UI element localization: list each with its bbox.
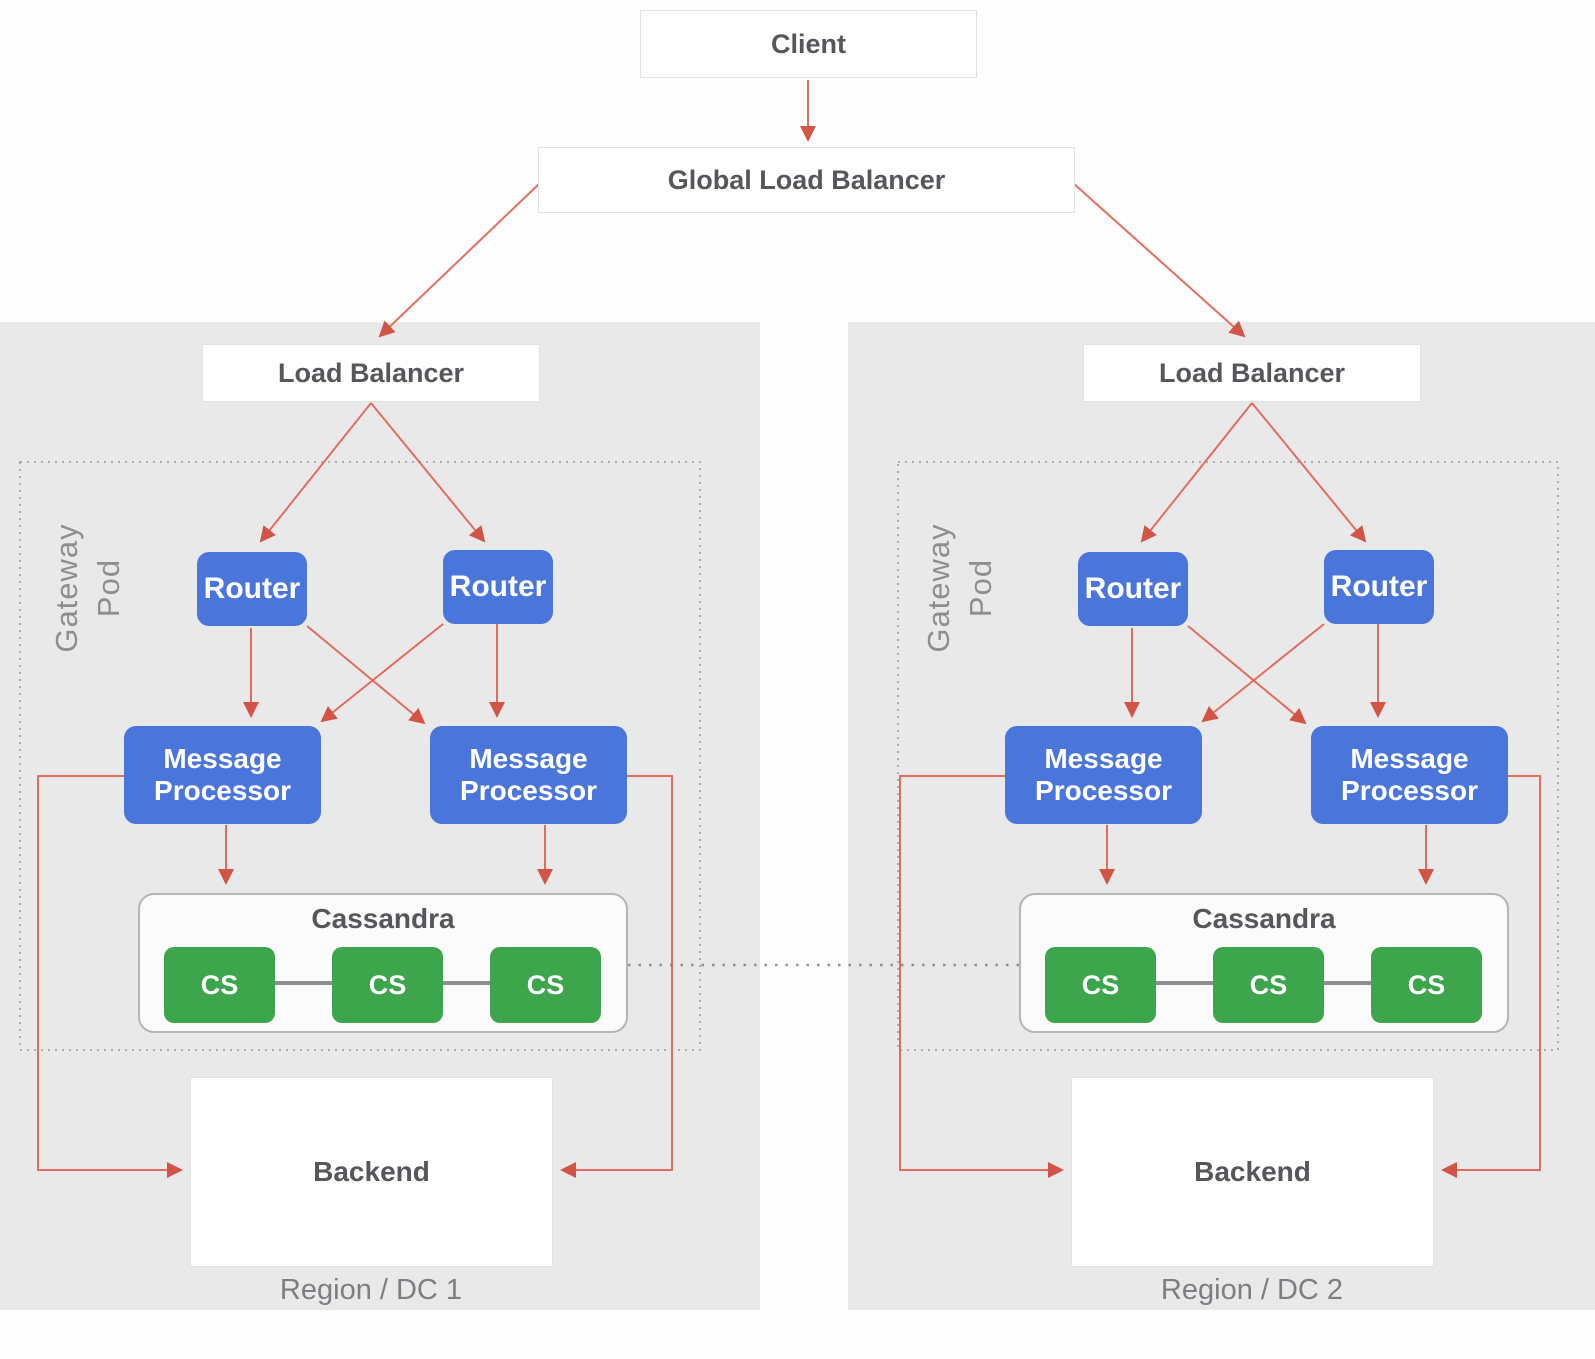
dc2-cassandra-label: Cassandra [1192, 903, 1336, 934]
dc1-backend-node: Backend [190, 1077, 553, 1267]
dc2-cassandra-node-cs-2: CS [1213, 947, 1324, 1023]
dc2-message-processor-2: Message Processor [1311, 726, 1508, 824]
dc2-region-caption: Region / DC 2 [1160, 1274, 1344, 1306]
gateway-pod-border-dc1 [19, 461, 701, 1051]
dc1-cassandra-node-cs-1: CS [164, 947, 275, 1023]
gateway-pod-border-dc2 [897, 461, 1559, 1051]
dc2-backend-node: Backend [1071, 1077, 1434, 1267]
client-node: Client [640, 10, 977, 78]
dc1-cassandra-node-cs-2: CS [332, 947, 443, 1023]
dc1-region-caption: Region / DC 1 [279, 1274, 463, 1306]
dc2-router-2: Router [1324, 550, 1434, 624]
request-flow-arrows [37, 80, 1541, 1178]
dc2-message-processor-1: Message Processor [1005, 726, 1202, 824]
dc1-message-processor-2: Message Processor [430, 726, 627, 824]
global-load-balancer-node: Global Load Balancer [538, 147, 1075, 213]
dc2-gateway-pod-label: Gateway Pod [921, 523, 998, 653]
dc2-cassandra-cluster: Cassandra CS CS CS [1019, 893, 1509, 1033]
dc2-load-balancer-node: Load Balancer [1083, 344, 1421, 402]
dc1-router-2: Router [443, 550, 553, 624]
dc1-cassandra-node-cs-3: CS [490, 947, 601, 1023]
dc1-router-1: Router [197, 552, 307, 626]
arrow-glb-to-lb1 [378, 182, 541, 338]
dc1-gateway-pod-label: Gateway Pod [49, 523, 126, 653]
dc2-router-1: Router [1078, 552, 1188, 626]
arrow-glb-to-lb2 [1072, 182, 1246, 338]
dc2-cassandra-node-cs-3: CS [1371, 947, 1482, 1023]
dc1-load-balancer-node: Load Balancer [202, 344, 540, 402]
dc2-cassandra-node-cs-1: CS [1045, 947, 1156, 1023]
dc1-message-processor-1: Message Processor [124, 726, 321, 824]
dc1-cassandra-label: Cassandra [311, 903, 455, 934]
dc1-cassandra-cluster: Cassandra CS CS CS [138, 893, 628, 1033]
